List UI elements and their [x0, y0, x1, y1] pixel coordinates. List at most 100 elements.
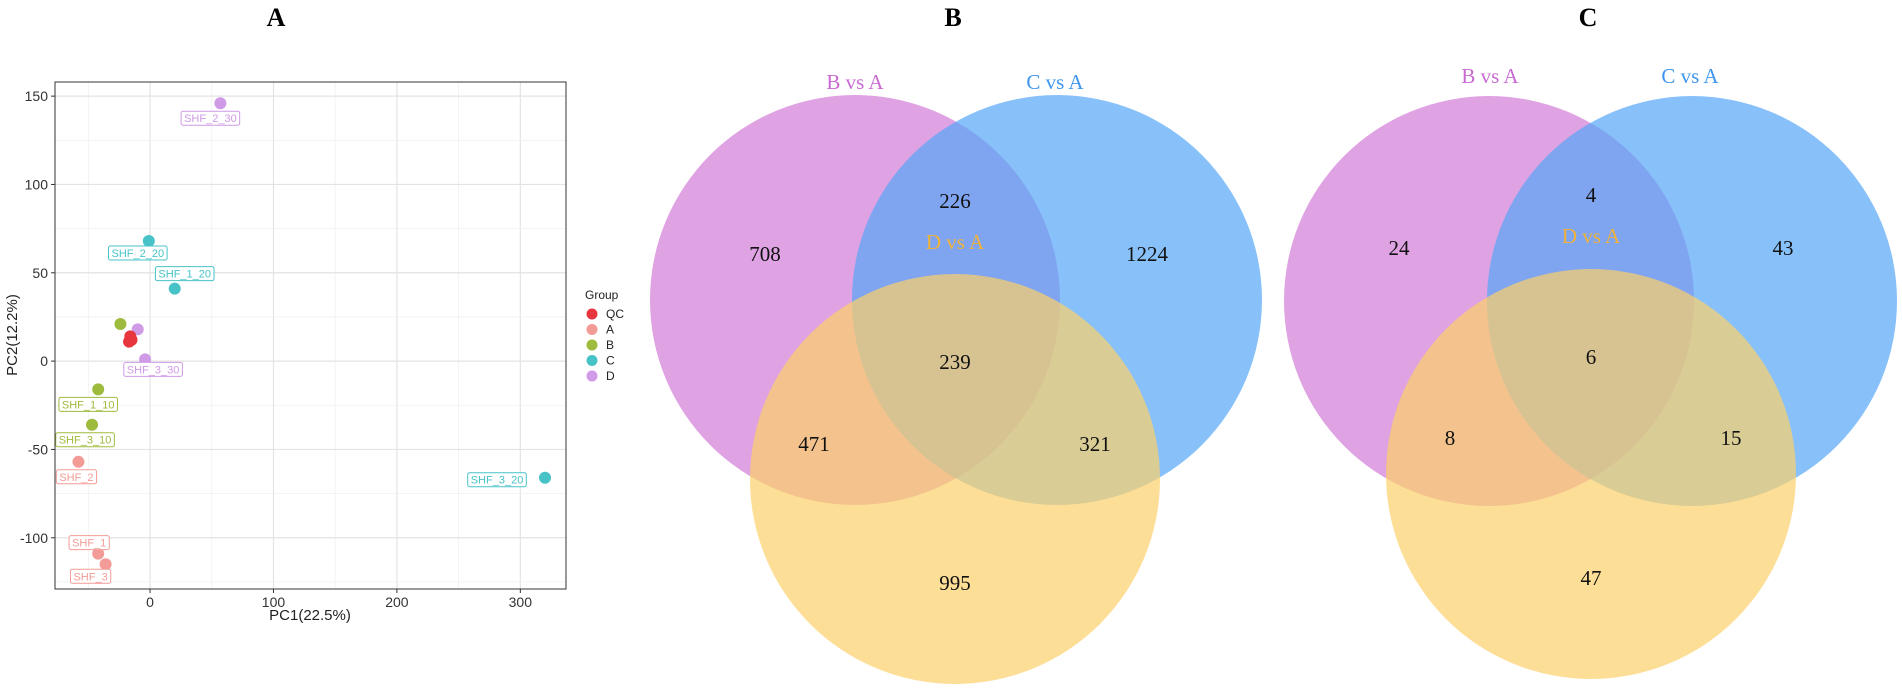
point-label: SHF_3_20	[467, 472, 527, 488]
count-bc: 226	[939, 189, 971, 213]
venn-set-label-c: C vs A	[1661, 64, 1719, 88]
data-point	[92, 547, 105, 560]
legend-swatch	[586, 355, 598, 366]
point-label-text: SHF_1_10	[62, 399, 115, 411]
venn-set-label-c: C vs A	[1026, 70, 1084, 94]
point-label: SHF_3_30	[123, 361, 183, 377]
point-label-box	[154, 266, 215, 282]
point-label-text: SHF_3_20	[471, 475, 524, 487]
count-d-only: 47	[1581, 566, 1602, 590]
y-tick-label: 0	[40, 353, 48, 369]
point-label-box	[68, 535, 110, 551]
point-label-box	[180, 110, 241, 126]
panel-letter-b: B	[944, 3, 961, 32]
point-label-box	[55, 432, 115, 448]
point-label-box	[55, 469, 98, 485]
point-label-text: SHF_2_30	[184, 113, 237, 125]
data-point	[539, 471, 552, 484]
point-label-text: SHF_3_10	[59, 435, 112, 447]
count-c-only: 1224	[1126, 242, 1169, 266]
point-label: SHF_1_20	[154, 266, 215, 282]
legend-swatch	[586, 370, 598, 382]
count-b-only: 708	[749, 242, 781, 266]
x-tick-label: 200	[385, 594, 409, 610]
x-axis-title: PC1(22.5%)	[269, 607, 351, 624]
point-label-box	[69, 568, 112, 584]
point-label-box	[108, 245, 168, 261]
point-label: SHF_3	[69, 568, 112, 584]
legend-title: Group	[585, 288, 619, 302]
venn-circle-d-vs-a	[750, 274, 1160, 684]
point-label-text: SHF_1_20	[158, 269, 211, 281]
venn-set-label-b: B vs A	[1461, 64, 1519, 88]
data-point	[214, 97, 227, 110]
data-point	[86, 418, 99, 431]
y-tick-label: 150	[25, 88, 49, 104]
data-point	[72, 455, 85, 468]
legend-swatch	[586, 324, 598, 335]
pca-scatter-plot: SHF_2_30SHF_2_20SHF_1_20SHF_3_30SHF_1_10…	[4, 81, 624, 624]
point-label-text: SHF_1	[72, 538, 106, 550]
panel-letter-a: A	[267, 3, 286, 32]
venn-set-label-d: D vs A	[926, 230, 985, 254]
count-cd: 15	[1721, 426, 1742, 450]
venn-set-label-b: B vs A	[826, 70, 884, 94]
y-axis-title: PC2(12.2%)	[4, 294, 21, 376]
data-point	[114, 318, 127, 331]
y-tick-label: 50	[32, 265, 48, 281]
count-c-only: 43	[1773, 236, 1794, 260]
data-point	[142, 234, 155, 247]
point-label-box	[123, 361, 183, 377]
plot-background	[55, 82, 566, 589]
y-tick-label: -50	[28, 441, 48, 457]
count-bc: 4	[1586, 183, 1597, 207]
count-b-only: 24	[1389, 236, 1411, 260]
data-point	[168, 282, 181, 295]
count-bcd: 6	[1586, 345, 1597, 369]
point-label-box	[58, 396, 118, 412]
grid-lines	[55, 82, 566, 589]
y-tick-label: -100	[20, 530, 48, 546]
legend-label: QC	[606, 307, 624, 321]
point-label: SHF_2_20	[108, 245, 168, 261]
x-axis-ticks: 0 100 200 300	[146, 589, 532, 610]
count-bcd: 239	[939, 350, 971, 374]
point-label-text: SHF_3_30	[127, 364, 180, 376]
legend-label: D	[606, 369, 615, 383]
count-d-only: 995	[939, 571, 971, 595]
data-point	[92, 383, 105, 396]
legend-label: C	[606, 354, 615, 368]
venn-circle-d-vs-a	[1386, 269, 1796, 679]
point-label-text: SHF_3	[73, 571, 107, 583]
count-bd: 471	[798, 432, 830, 456]
y-axis-ticks: -100 -50 0 50 100 150	[20, 88, 55, 546]
point-label: SHF_1	[68, 535, 110, 551]
point-label: SHF_1_10	[58, 396, 118, 412]
plot-border	[54, 81, 567, 590]
venn-diagram-b: B vs A C vs A D vs A 708 1224 226 239 47…	[650, 70, 1262, 684]
x-tick-label: 0	[146, 594, 154, 610]
data-point	[123, 335, 136, 348]
x-tick-label: 300	[509, 594, 533, 610]
point-label-text: SHF_2	[59, 472, 93, 484]
legend-swatch	[586, 339, 598, 351]
count-cd: 321	[1079, 432, 1111, 456]
point-label: SHF_2_30	[180, 110, 241, 126]
data-point	[99, 558, 112, 571]
point-label: SHF_3_10	[55, 432, 115, 448]
venn-diagram-c: B vs A C vs A D vs A 24 43 4 6 8 15 47	[1284, 64, 1897, 679]
count-bd: 8	[1445, 426, 1456, 450]
venn-set-label-d: D vs A	[1562, 224, 1621, 248]
legend-label: A	[606, 323, 614, 337]
point-label-text: SHF_2_20	[112, 248, 165, 260]
x-tick-label: 100	[262, 594, 286, 610]
point-label-box	[467, 472, 527, 488]
y-tick-label: 100	[25, 176, 49, 192]
legend-label: B	[606, 338, 614, 352]
data-points: SHF_2_30SHF_2_20SHF_1_20SHF_3_30SHF_1_10…	[55, 97, 552, 584]
legend-swatch	[586, 308, 598, 320]
panel-letter-c: C	[1579, 3, 1598, 32]
point-label: SHF_2	[55, 469, 98, 485]
